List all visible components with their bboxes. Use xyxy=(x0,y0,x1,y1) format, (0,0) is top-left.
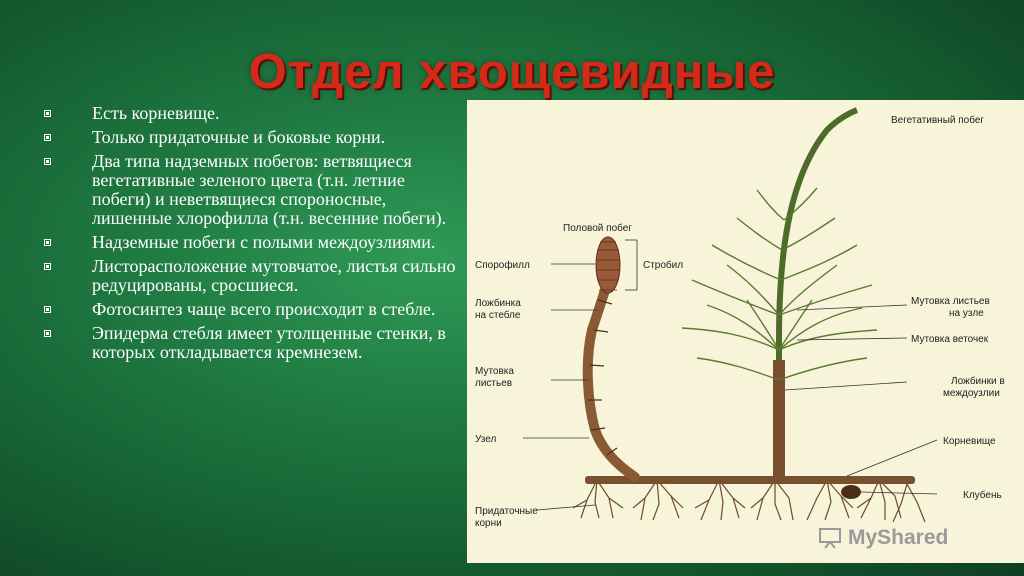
square-bullet-icon xyxy=(44,110,51,117)
strobilus-pattern xyxy=(597,241,619,291)
horsetail-illustration: Вегетативный побег Половой побег Спорофи… xyxy=(475,107,1005,529)
label-leaders xyxy=(523,239,938,511)
tuber-drawing xyxy=(841,485,861,499)
bullet-item: Эпидерма стебля имеет утолщенные стенки,… xyxy=(44,324,464,362)
square-bullet-icon xyxy=(44,330,51,337)
watermark: MyShared xyxy=(818,526,948,550)
square-bullet-icon xyxy=(44,158,51,165)
sexual-shoot-stem xyxy=(582,285,640,482)
label-whorl-leaves-node-2: на узле xyxy=(949,308,984,319)
square-bullet-icon xyxy=(44,239,51,246)
label-adventitious-roots: Придаточные xyxy=(475,506,538,517)
bullet-item: Надземные побеги с полыми междоузлиями. xyxy=(44,233,464,252)
horsetail-diagram: Вегетативный побег Половой побег Спорофи… xyxy=(467,100,1024,563)
label-whorl-leaves-2: листьев xyxy=(475,378,512,389)
watermark-text: MyShared xyxy=(848,526,949,549)
roots-drawing xyxy=(572,479,926,523)
label-whorl-leaves-node: Мутовка листьев xyxy=(911,296,990,307)
square-bullet-icon xyxy=(44,134,51,141)
strobilus-drawing xyxy=(595,236,621,294)
vegetative-shoot-stem xyxy=(776,107,859,477)
bullet-item: Фотосинтез чаще всего происходит в стебл… xyxy=(44,300,464,319)
label-sporophyll: Спорофилл xyxy=(475,259,530,271)
slide-title: Отдел хвощевидные xyxy=(248,45,776,99)
square-bullet-icon xyxy=(44,306,51,313)
label-sexual-shoot: Половой побег xyxy=(563,222,632,234)
label-whorl-leaves: Мутовка xyxy=(475,366,514,377)
label-groove-stem: Ложбинка xyxy=(475,297,521,309)
label-groove-stem-2: на стебле xyxy=(475,309,521,321)
vegetative-stem-base xyxy=(773,360,785,478)
label-whorl-branches: Мутовка веточек xyxy=(911,334,989,345)
presentation-icon xyxy=(818,527,842,549)
label-vegetative-shoot: Вегетативный побег xyxy=(891,114,984,126)
label-grooves-internode: Ложбинки в xyxy=(951,375,1005,387)
bullet-item: Два типа надземных побегов: ветвящиеся в… xyxy=(44,152,464,228)
bullet-item: Листорасположение мутовчатое, листья сил… xyxy=(44,257,464,295)
label-strobilus: Стробил xyxy=(643,259,683,271)
square-bullet-icon xyxy=(44,263,51,270)
bullet-item: Только придаточные и боковые корни. xyxy=(44,128,464,147)
label-adventitious-roots-2: корни xyxy=(475,518,502,529)
shoot-nodes xyxy=(588,299,618,456)
bullet-list: Есть корневище. Только придаточные и бок… xyxy=(44,104,464,367)
label-tuber: Клубень xyxy=(963,489,1002,501)
branch-whorls xyxy=(681,187,878,381)
label-node: Узел xyxy=(475,434,496,445)
rhizome-drawing xyxy=(585,476,915,484)
bullet-item: Есть корневище. xyxy=(44,104,464,123)
label-grooves-internode-2: междоузлии xyxy=(943,388,1000,399)
label-rhizome: Корневище xyxy=(943,436,996,447)
